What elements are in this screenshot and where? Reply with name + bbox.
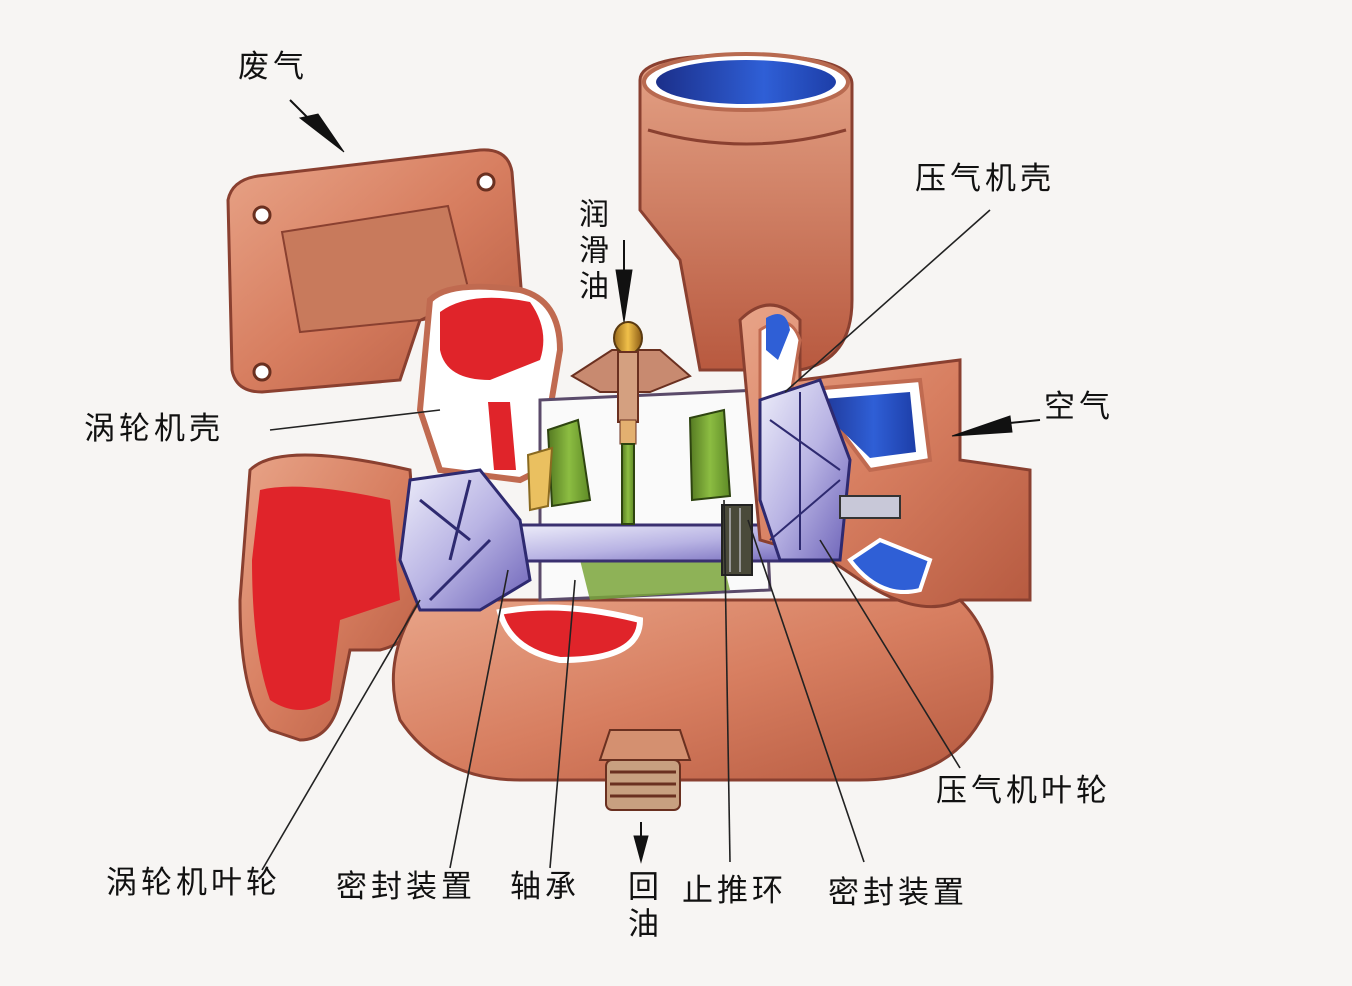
label-turbine-housing: 涡轮机壳 [84,411,224,447]
bearing-housing [391,388,994,782]
label-compressor-housing: 压气机壳 [915,161,1055,197]
flow-arrows [289,99,1041,864]
turbine-wheel [398,446,554,612]
exhaust-flange [226,148,524,394]
label-turbine-wheel: 涡轮机叶轮 [106,865,281,901]
label-seal-compressor-side: 密封装置 [828,875,968,911]
label-oil-return: 回油 [622,870,658,944]
leader-lines [261,209,991,871]
compressor-outlet-pipe [638,52,854,372]
turbine-housing [238,283,564,742]
oil-drain-fitting [598,729,692,811]
oil-inlet-fitting [570,321,692,525]
label-seal-turbine-side: 密封装置 [336,869,476,905]
label-bearing: 轴承 [510,869,580,905]
label-thrust-ring: 止推环 [682,873,787,909]
label-air: 空气 [1044,389,1114,425]
compressor-housing [738,303,1032,609]
label-exhaust: 废气 [238,49,308,85]
label-lubricating-oil: 润滑油 [573,198,608,306]
label-compressor-wheel: 压气机叶轮 [936,773,1111,809]
